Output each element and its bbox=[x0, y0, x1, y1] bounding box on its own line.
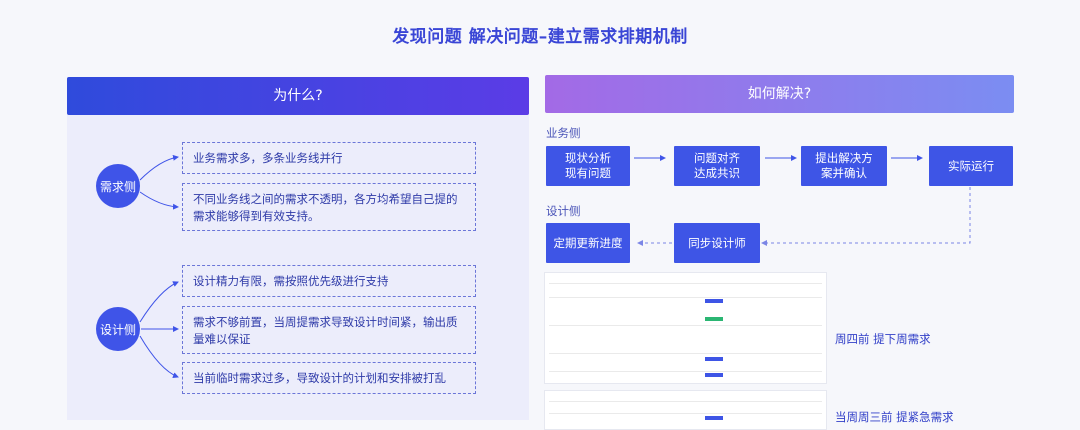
demand-line-1 bbox=[139, 154, 179, 181]
connector-lines bbox=[139, 154, 971, 378]
step-run: 实际运行 bbox=[929, 146, 1013, 186]
status-chip bbox=[705, 299, 723, 303]
schedule-doc-thumbnail-1 bbox=[544, 272, 827, 384]
note-next-week: 周四前 提下周需求 bbox=[835, 332, 931, 346]
schedule-doc-thumbnail-2 bbox=[544, 390, 827, 430]
design-lane-label: 设计侧 bbox=[546, 204, 581, 218]
design-reason-3: 当前临时需求过多，导致设计的计划和安排被打乱 bbox=[182, 362, 476, 394]
design-reason-1: 设计精力有限，需按照优先级进行支持 bbox=[182, 265, 476, 297]
step-update-progress-label: 定期更新进度 bbox=[553, 235, 623, 250]
business-lane-label: 业务侧 bbox=[546, 126, 581, 140]
design-line-1 bbox=[139, 281, 179, 323]
status-chip bbox=[705, 416, 723, 420]
step-analyze-label: 现状分析 现有问题 bbox=[565, 151, 611, 180]
step-run-label: 实际运行 bbox=[948, 158, 994, 173]
status-chip bbox=[705, 357, 723, 361]
step-sync-designer: 同步设计师 bbox=[674, 223, 760, 263]
status-chip bbox=[705, 317, 723, 321]
step-align: 问题对齐 达成共识 bbox=[674, 146, 760, 186]
page-title: 发现问题 解决问题–建立需求排期机制 bbox=[392, 27, 688, 47]
step-align-label: 问题对齐 达成共识 bbox=[694, 151, 740, 180]
demand-reason-2: 不同业务线之间的需求不透明，各方均希望自己提的需求能够得到有效支持。 bbox=[182, 183, 476, 231]
step-propose-label: 提出解决方 案并确认 bbox=[815, 151, 873, 180]
why-header: 为什么? bbox=[67, 77, 529, 115]
status-chip bbox=[705, 373, 723, 377]
design-side-node: 设计侧 bbox=[96, 307, 140, 351]
step-propose: 提出解决方 案并确认 bbox=[801, 146, 887, 186]
demand-side-node: 需求侧 bbox=[96, 164, 140, 208]
design-reason-2: 需求不够前置，当周提需求导致设计时间紧，输出质量难以保证 bbox=[182, 306, 476, 354]
demand-reason-1: 业务需求多，多条业务线并行 bbox=[182, 142, 476, 174]
step-sync-designer-label: 同步设计师 bbox=[688, 235, 746, 250]
note-urgent: 当周周三前 提紧急需求 bbox=[835, 410, 954, 424]
step-update-progress: 定期更新进度 bbox=[546, 223, 630, 263]
return-path bbox=[761, 187, 971, 246]
demand-line-2 bbox=[139, 191, 179, 210]
step-analyze: 现状分析 现有问题 bbox=[546, 146, 630, 186]
design-line-3 bbox=[139, 335, 179, 378]
how-header: 如何解决? bbox=[545, 75, 1014, 113]
